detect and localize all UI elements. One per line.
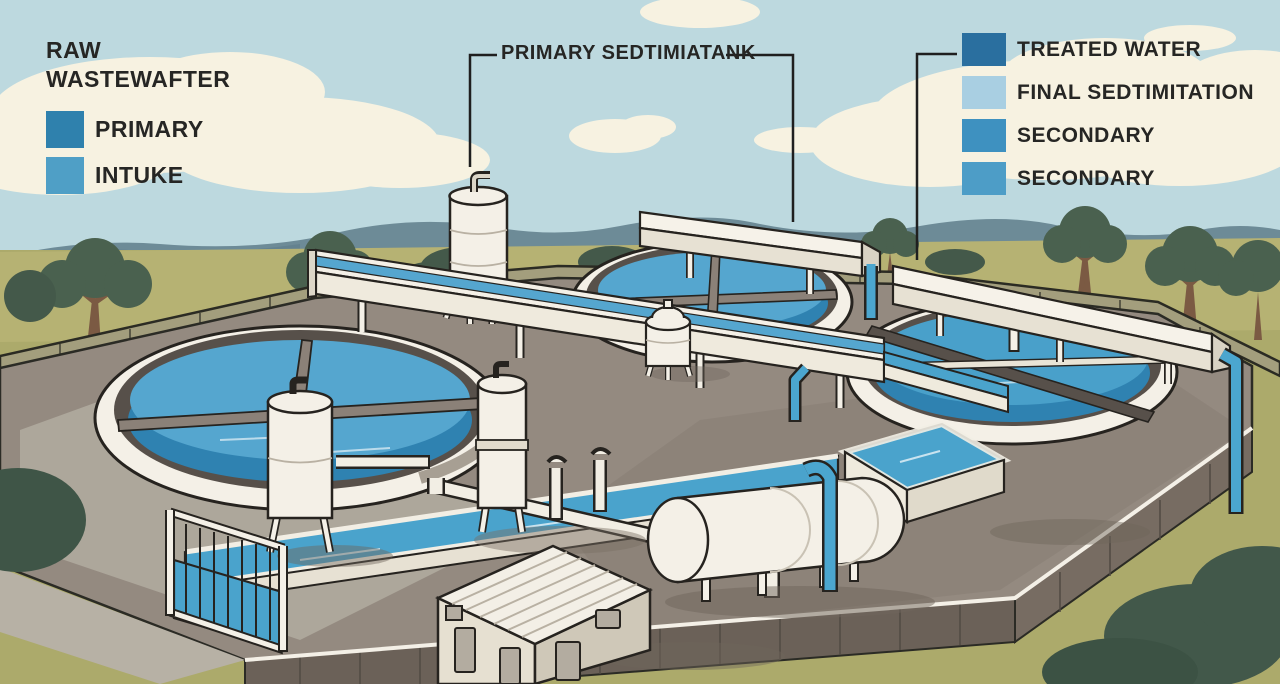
left-bush: [0, 468, 86, 572]
legend-label-intuke: INTUKE: [95, 162, 184, 188]
chemical-tank-1: [266, 376, 393, 567]
aeration-channel-2: [638, 210, 882, 320]
intake-screen-gate: [165, 507, 288, 655]
dome-mixer-tank: [644, 299, 730, 382]
callout-bracket-right: [726, 53, 795, 222]
legend-swatch-secondary-2: [962, 162, 1006, 195]
legend-item-secondary-2: SECONDARY: [962, 162, 1254, 195]
callout-line-treated-water: [915, 52, 957, 260]
legend-label-final-sedimentation: FINAL SEDTIMITATION: [1017, 80, 1254, 104]
legend-heading-line1: RAW: [46, 37, 102, 63]
legend-label-secondary-1: SECONDARY: [1017, 123, 1155, 147]
legend-swatch-final-sedimentation: [962, 76, 1006, 109]
legend-swatch-primary: [46, 111, 84, 148]
legend-label-treated-water: TREATED WATER: [1017, 37, 1202, 61]
legend-label-primary: PRIMARY: [95, 116, 204, 142]
legend-heading-line2: WASTEWAFTER: [46, 66, 231, 92]
collection-basin: [837, 420, 1150, 545]
legend-swatch-intuke: [46, 157, 84, 194]
primary-tank-callout-label: PRIMARY SEDTIMIATANK: [501, 42, 756, 64]
legend-swatch-secondary-1: [962, 119, 1006, 152]
chemical-tank-2: [474, 361, 646, 554]
legend-item-final-sedimentation: FINAL SEDTIMITATION: [962, 76, 1254, 109]
legend-left: RAW WASTEWAFTER PRIMARY INTUKE: [46, 36, 230, 194]
horizontal-storage-tank: [646, 459, 935, 618]
legend-item-intuke: INTUKE: [46, 157, 230, 194]
effluent-channel-3: [891, 264, 1244, 514]
legend-item-treated-water: TREATED WATER: [962, 33, 1254, 66]
access-road: [0, 568, 245, 684]
legend-left-heading: RAW WASTEWAFTER: [46, 36, 230, 94]
callout-lines: [468, 52, 957, 260]
legend-item-secondary-1: SECONDARY: [962, 119, 1254, 152]
legend-swatch-treated-water: [962, 33, 1006, 66]
equipment-building: [435, 544, 785, 684]
callout-bracket-left: [468, 53, 497, 167]
blue-pipes: [788, 363, 811, 422]
bottom-right-bushes: [1042, 546, 1280, 684]
legend-item-primary: PRIMARY: [46, 111, 230, 148]
legend-label-secondary-2: SECONDARY: [1017, 166, 1155, 190]
legend-right: TREATED WATER FINAL SEDTIMITATION SECOND…: [962, 33, 1254, 205]
launder-channel-1: [307, 248, 1009, 414]
